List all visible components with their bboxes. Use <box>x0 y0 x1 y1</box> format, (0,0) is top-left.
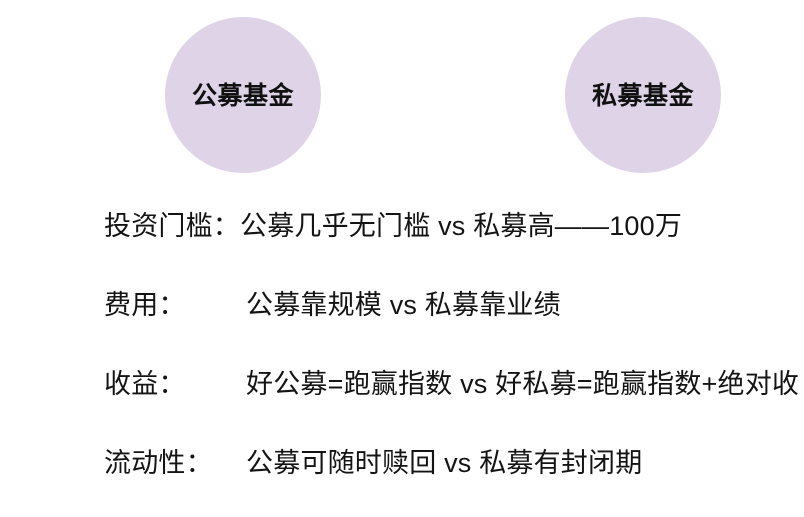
comparison-row-value: 公募靠规模 vs 私募靠业绩 <box>246 290 561 320</box>
comparison-row-value: 公募几乎无门槛 vs 私募高——100万 <box>240 211 683 241</box>
comparison-list: 投资门槛： 公募几乎无门槛 vs 私募高——100万 费用： 公募靠规模 vs … <box>104 213 804 517</box>
comparison-row-value: 好公募=跑赢指数 vs 好私募=跑赢指数+绝对收 <box>246 369 800 399</box>
public-fund-circle: 公募基金 <box>165 17 321 173</box>
comparison-row-label: 收益： <box>104 369 186 399</box>
private-fund-circle-label: 私募基金 <box>591 81 694 110</box>
comparison-row-liquidity: 流动性： 公募可随时赎回 vs 私募有封闭期 <box>104 450 804 517</box>
comparison-row-fees: 费用： 公募靠规模 vs 私募靠业绩 <box>104 292 804 371</box>
comparison-row-label: 费用： <box>104 290 186 320</box>
comparison-row-investment-threshold: 投资门槛： 公募几乎无门槛 vs 私募高——100万 <box>104 213 804 292</box>
public-fund-circle-label: 公募基金 <box>191 81 294 110</box>
comparison-row-label: 流动性： <box>104 448 213 478</box>
comparison-row-returns: 收益： 好公募=跑赢指数 vs 好私募=跑赢指数+绝对收 <box>104 371 804 450</box>
comparison-row-label: 投资门槛： <box>104 211 240 241</box>
private-fund-circle: 私募基金 <box>565 17 721 173</box>
comparison-row-value: 公募可随时赎回 vs 私募有封闭期 <box>246 448 643 478</box>
